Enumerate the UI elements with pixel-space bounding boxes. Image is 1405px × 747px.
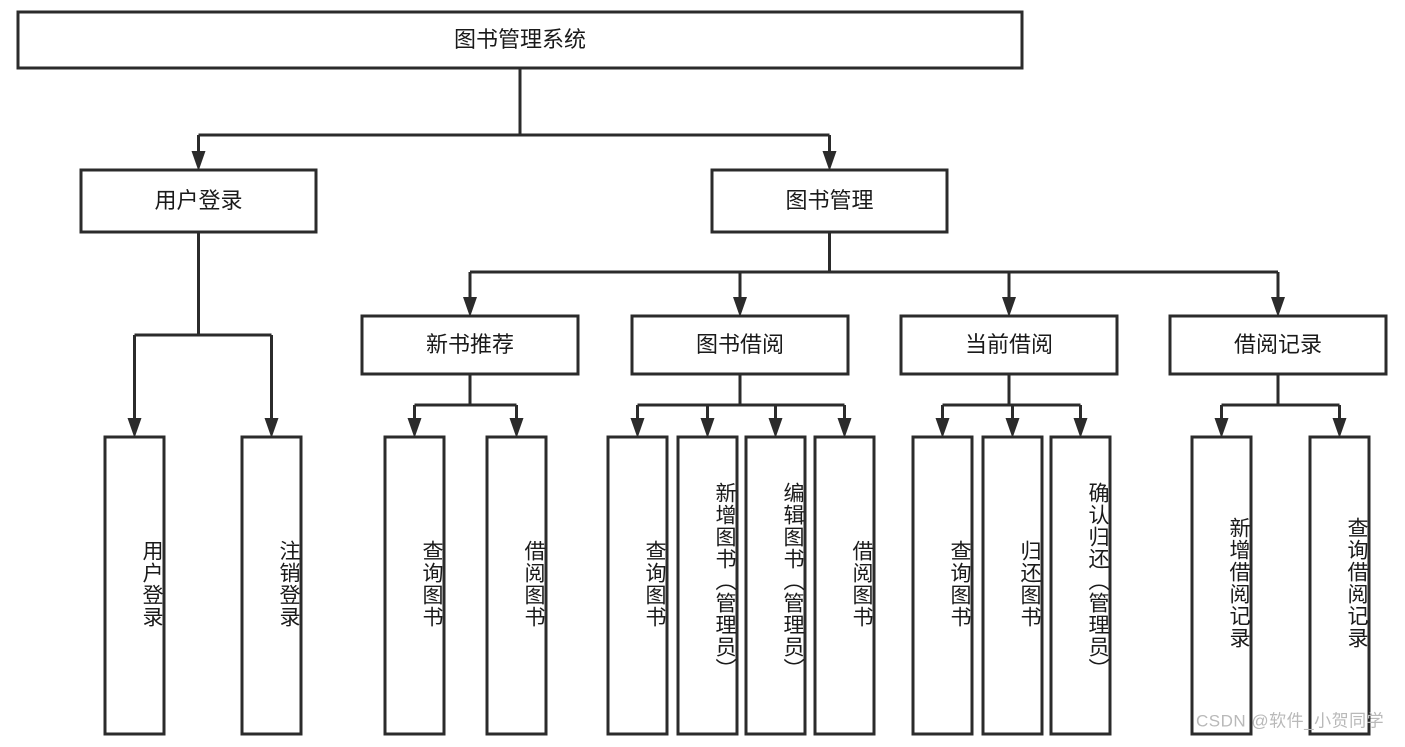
csdn-watermark: CSDN @软件_小贺同学 xyxy=(1196,711,1385,731)
edge-arrow-icon xyxy=(1002,297,1016,317)
node-box-user-login[interactable] xyxy=(79,168,318,234)
node-label-borrow-record: 借阅记录 xyxy=(1234,332,1322,357)
node-box-leaf-return-book[interactable] xyxy=(981,435,1044,736)
edge-arrow-icon xyxy=(630,418,645,438)
node-label-current-borrow: 当前借阅 xyxy=(965,332,1053,357)
edge-arrow-icon xyxy=(509,418,524,438)
node-box-current-borrow[interactable] xyxy=(899,314,1119,376)
node-label-user-login: 用户登录 xyxy=(154,188,242,213)
node-box-new-book-rec[interactable] xyxy=(360,314,580,376)
edge-arrow-icon xyxy=(407,418,422,438)
node-box-leaf-logout[interactable] xyxy=(240,435,303,736)
node-box-leaf-query-book-rec[interactable] xyxy=(383,435,446,736)
edge-arrow-icon xyxy=(837,418,852,438)
node-box-leaf-add-book[interactable] xyxy=(676,435,739,736)
edge-arrow-icon xyxy=(1073,418,1088,438)
edge-arrow-icon xyxy=(127,418,142,438)
edge-arrow-icon xyxy=(463,297,477,317)
node-box-leaf-borrow-book[interactable] xyxy=(813,435,876,736)
node-box-leaf-edit-book[interactable] xyxy=(744,435,807,736)
edge-arrow-icon xyxy=(264,418,279,438)
node-box-leaf-query-record[interactable] xyxy=(1308,435,1371,736)
node-box-book-manage[interactable] xyxy=(710,168,949,234)
node-box-leaf-user-login[interactable] xyxy=(103,435,166,736)
node-box-leaf-add-record[interactable] xyxy=(1190,435,1253,736)
node-label-book-manage: 图书管理 xyxy=(785,188,873,213)
node-box-leaf-query-book[interactable] xyxy=(606,435,669,736)
edge-arrow-icon xyxy=(935,418,950,438)
edge-arrow-icon xyxy=(700,418,715,438)
edge-arrow-icon xyxy=(733,297,747,317)
edge-arrow-icon xyxy=(191,151,206,171)
node-label-root: 图书管理系统 xyxy=(454,27,586,52)
edge-arrow-icon xyxy=(1332,418,1347,438)
edge-arrow-icon xyxy=(1271,297,1285,317)
node-label-new-book-rec: 新书推荐 xyxy=(426,332,514,357)
node-box-leaf-query-book-cur[interactable] xyxy=(911,435,974,736)
edge-arrow-icon xyxy=(1214,418,1229,438)
edges-layer xyxy=(127,68,1347,438)
boxes-layer xyxy=(16,10,1388,736)
node-box-book-borrow[interactable] xyxy=(630,314,850,376)
edge-arrow-icon xyxy=(822,151,837,171)
node-label-book-borrow: 图书借阅 xyxy=(696,332,784,357)
edge-arrow-icon xyxy=(1005,418,1020,438)
node-box-borrow-record[interactable] xyxy=(1168,314,1388,376)
node-box-leaf-confirm-return[interactable] xyxy=(1049,435,1112,736)
node-box-root[interactable] xyxy=(16,10,1024,70)
edge-arrow-icon xyxy=(768,418,783,438)
node-box-leaf-borrow-book-rec[interactable] xyxy=(485,435,548,736)
